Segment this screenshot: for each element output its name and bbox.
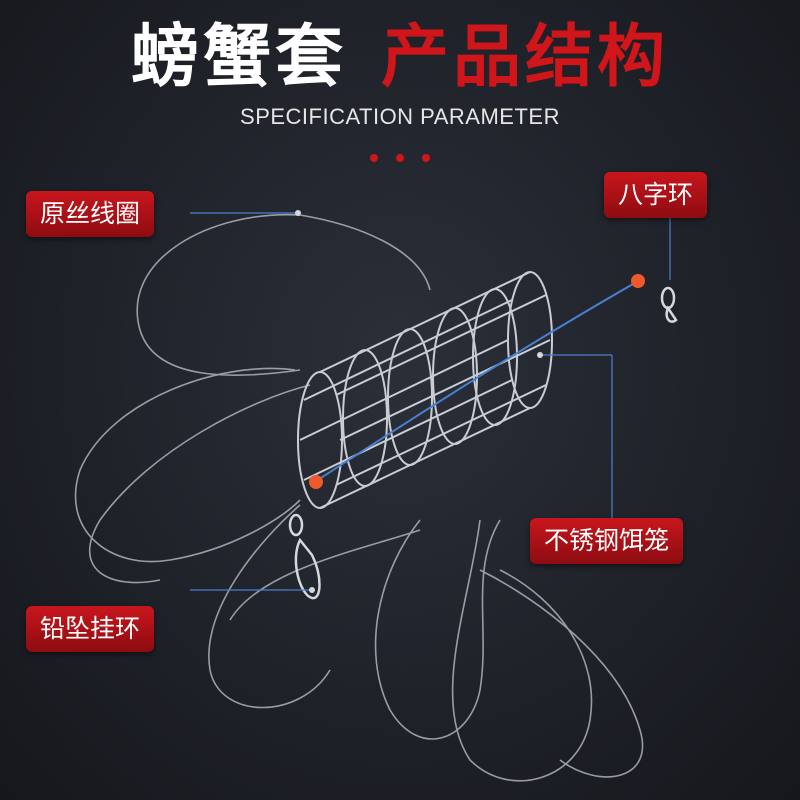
swivel-snap [288, 286, 678, 600]
page-title: 螃蟹套产品结构 [0, 18, 800, 98]
bead-icon [309, 475, 323, 489]
label-sinker-ring: 铅坠挂环 [26, 606, 155, 652]
title-product-name: 螃蟹套 [130, 18, 347, 97]
title-structure: 产品结构 [381, 18, 670, 97]
bait-cage [297, 271, 553, 509]
decorative-dots [368, 154, 432, 164]
dot-icon [370, 154, 378, 162]
label-raw-line-coil: 原丝线圈 [26, 191, 155, 237]
label-stainless-cage: 不锈钢饵笼 [530, 518, 684, 564]
pointer-lines [190, 212, 671, 591]
nylon-loops [74, 213, 644, 782]
dot-icon [422, 154, 430, 162]
pointer-dots [295, 210, 543, 593]
bead-icon [631, 274, 645, 288]
subtitle: SPECIFICATION PARAMETER [240, 104, 560, 129]
dot-icon [396, 154, 404, 162]
label-figure-eight-ring: 八字环 [604, 172, 708, 218]
leader-line [309, 279, 641, 486]
